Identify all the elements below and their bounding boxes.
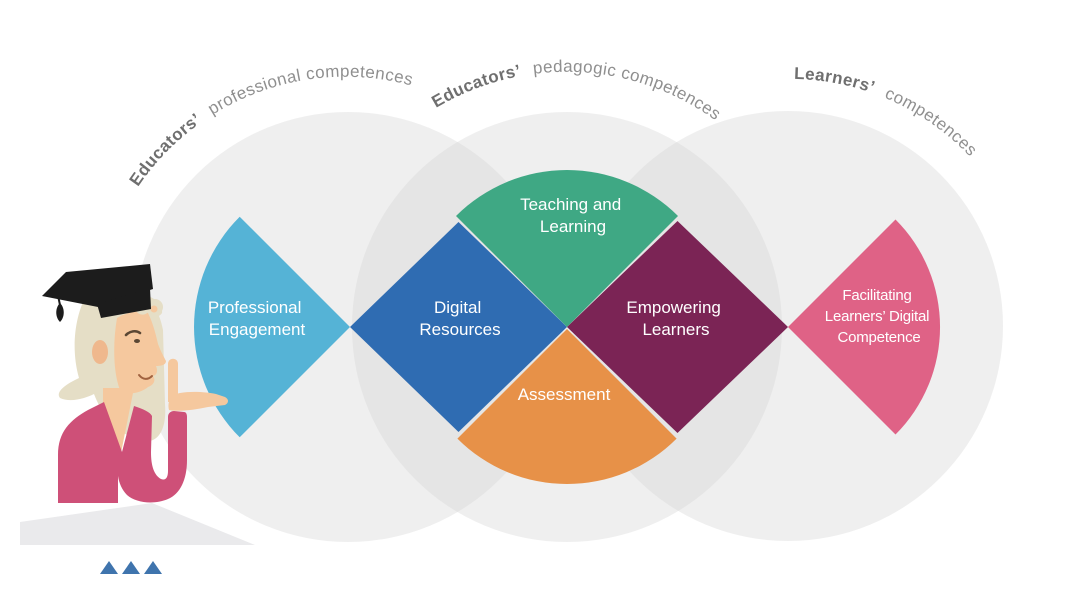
eyebrow (124, 329, 142, 337)
area-digital-resources (350, 222, 567, 432)
label-line: Assessment (518, 385, 611, 404)
label-line: Competence (837, 329, 920, 346)
label-assessment: Assessment (518, 385, 611, 404)
label-empowering-learners: Empowering Learners (626, 298, 725, 339)
eye (134, 339, 140, 343)
label-line: Teaching and (520, 195, 621, 214)
area-empowering-learners (567, 221, 788, 433)
bullet-triangles (100, 561, 162, 574)
label-line: Engagement (209, 320, 306, 339)
area-facilitating-learners-digital-competence (788, 219, 941, 435)
label-line: Resources (419, 320, 500, 339)
sweater-torso-arm (58, 402, 187, 503)
bullet-triangle-icon (122, 561, 140, 574)
label-line: Learners (642, 320, 709, 339)
figure-shadow (20, 503, 255, 545)
face (114, 310, 166, 394)
hand-finger-up (168, 358, 178, 402)
area-professional-engagement (194, 216, 350, 438)
educator-illustration (20, 264, 255, 545)
area-assessment (457, 329, 677, 484)
hair-curl-gap (150, 305, 158, 313)
label-line: Digital (434, 298, 481, 317)
mouth-smile (138, 374, 153, 380)
label-professional-engagement: Professional Engagement (208, 298, 306, 339)
area-teaching-and-learning (456, 170, 678, 327)
graduation-cap-band (97, 288, 151, 318)
ear (92, 340, 108, 364)
label-teaching-and-learning: Teaching and Learning (520, 195, 626, 236)
cap-tassel (56, 303, 64, 322)
bullet-triangle-icon (144, 561, 162, 574)
cap-tassel-string (55, 285, 61, 306)
label-line: Facilitating (842, 287, 911, 304)
label-digital-resources: Digital Resources (419, 298, 500, 339)
hand-palm (168, 391, 228, 411)
label-facilitating-learners-digital-competence: Facilitating Learners’ Digital Competenc… (825, 287, 933, 346)
bullet-triangle-icon (100, 561, 118, 574)
label-line: Professional (208, 298, 302, 317)
label-line: Learning (540, 217, 606, 236)
label-line: Learners’ Digital (825, 308, 929, 325)
label-line: Empowering (626, 298, 721, 317)
